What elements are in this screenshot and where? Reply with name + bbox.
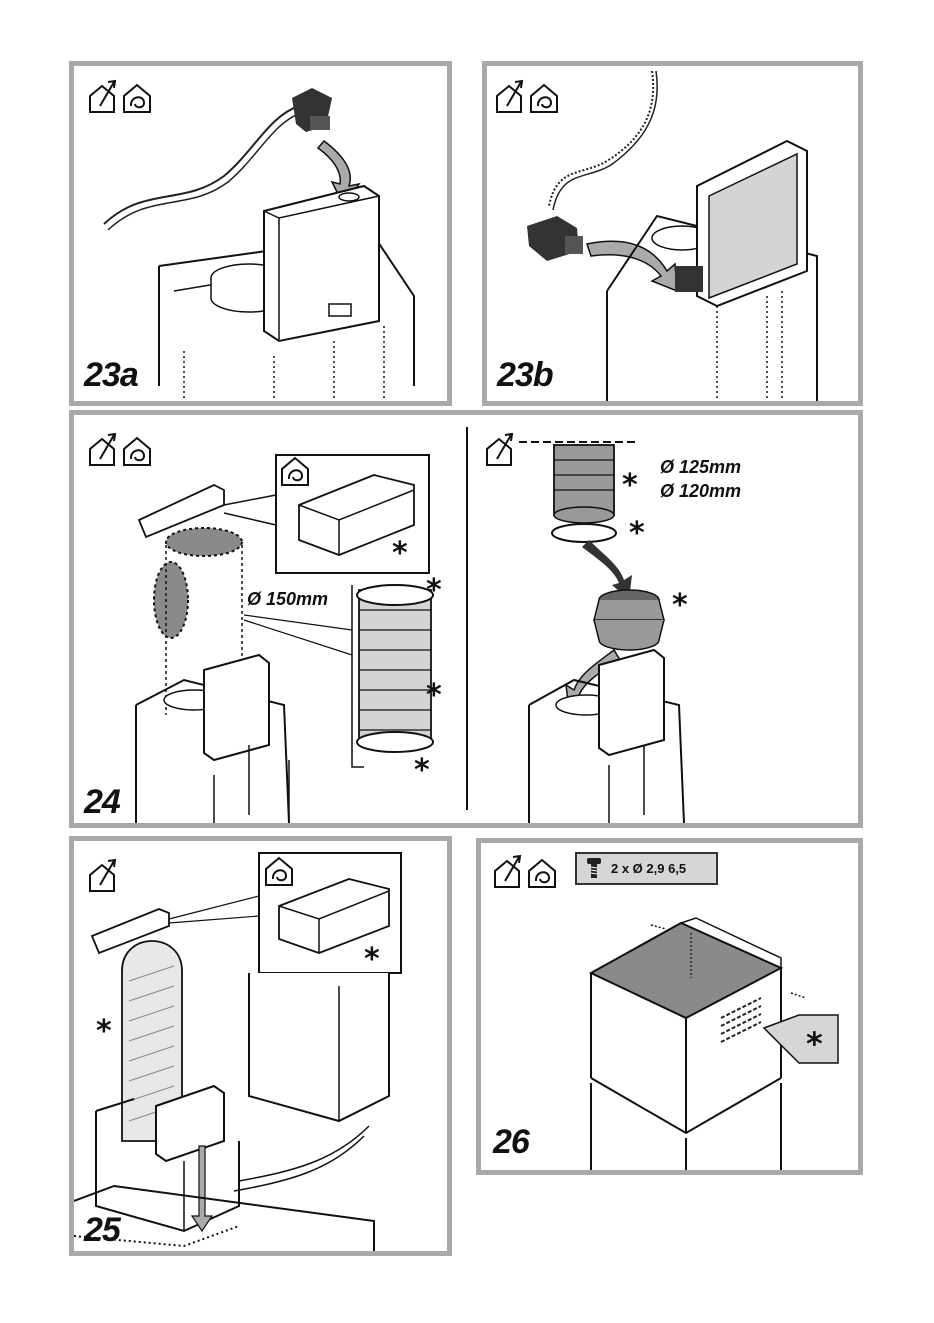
panel-number: 25 — [84, 1211, 120, 1250]
panel-number: 24 — [84, 783, 120, 822]
panel-23b-illustration — [487, 66, 858, 401]
panel-24-illustration: * Ø 150mm * * * — [74, 415, 858, 823]
asterisk-mark: * — [414, 753, 430, 788]
asterisk-mark: * — [426, 678, 442, 713]
power-plug — [292, 88, 332, 132]
panel-23a-illustration — [74, 66, 447, 401]
reducer-duct — [554, 445, 614, 523]
house-vent-out-icon — [90, 434, 115, 465]
house-recirculation-icon — [529, 860, 555, 887]
house-vent-out-icon — [90, 860, 115, 891]
panel-24: * Ø 150mm * * * — [69, 410, 863, 828]
panel-number: 23b — [497, 356, 553, 395]
house-vent-out-icon — [495, 856, 520, 887]
flexible-duct — [352, 585, 433, 767]
house-recirculation-icon — [124, 85, 150, 112]
diameter-label-120: Ø 120mm — [660, 481, 741, 501]
panel-25: * * 25 — [69, 836, 452, 1256]
asterisk-mark: * — [426, 573, 442, 608]
panel-23a: 23a — [69, 61, 452, 406]
house-recirculation-icon — [124, 438, 150, 465]
asterisk-mark: * — [364, 942, 380, 977]
diameter-label-150: Ø 150mm — [247, 589, 328, 609]
house-vent-out-icon — [497, 81, 522, 112]
asterisk-mark: * — [96, 1014, 112, 1049]
panel-number: 23a — [84, 356, 138, 395]
diameter-label-125: Ø 125mm — [660, 457, 741, 477]
house-vent-out-icon — [90, 81, 115, 112]
asterisk-mark: * — [806, 1025, 823, 1063]
asterisk-mark: * — [629, 516, 645, 551]
chimney-cover — [591, 918, 781, 1133]
junction-box — [264, 186, 379, 341]
junction-box — [675, 141, 807, 306]
panel-26: 2 x Ø 2,9 6,5 * 26 — [476, 838, 863, 1175]
asterisk-mark: * — [672, 588, 688, 623]
panel-number: 26 — [493, 1123, 529, 1162]
house-recirculation-icon — [531, 85, 557, 112]
house-vent-out-icon — [487, 434, 512, 465]
adapter-ring — [594, 590, 664, 650]
panel-23b: 23b — [482, 61, 863, 406]
panel-26-illustration: * — [481, 843, 858, 1170]
asterisk-mark: * — [622, 468, 638, 503]
panel-25-illustration: * * — [74, 841, 447, 1251]
asterisk-mark: * — [392, 536, 408, 571]
power-plug — [527, 216, 583, 261]
